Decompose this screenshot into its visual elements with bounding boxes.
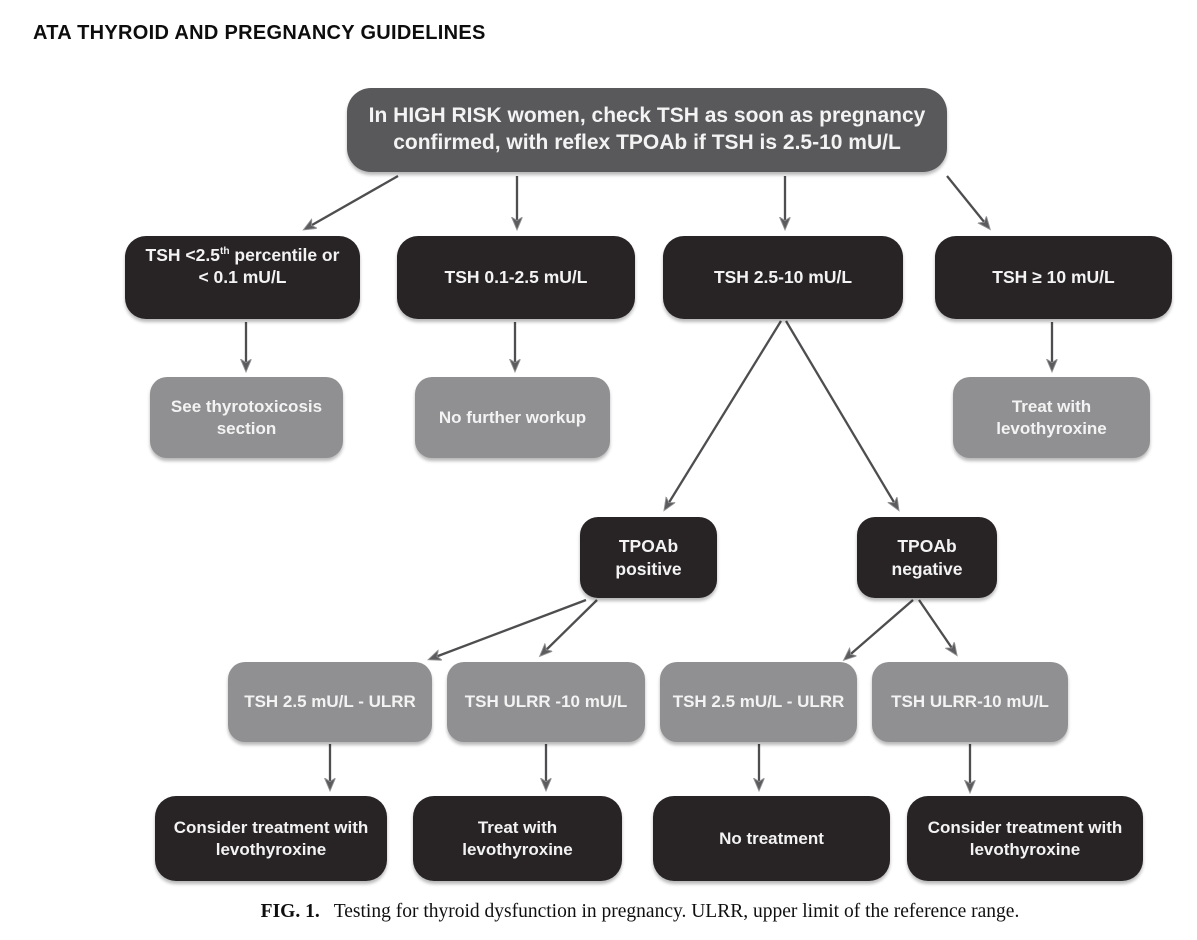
node-consider-treatment-negative-high: Consider treatment with levothyroxine <box>907 796 1143 881</box>
node-high-risk-check-tsh: In HIGH RISK women, check TSH as soon as… <box>347 88 947 172</box>
node-tsh-2-5-to-ulrr-positive: TSH 2.5 mU/L - ULRR <box>228 662 432 742</box>
node-label: Treat with levothyroxine <box>462 817 573 859</box>
figure-caption: FIG. 1. Testing for thyroid dysfunction i… <box>120 901 1160 923</box>
node-label: TSH 0.1-2.5 mU/L <box>444 267 588 288</box>
arrow-connector <box>665 320 782 509</box>
node-label: TSH ≥ 10 mU/L <box>992 267 1115 288</box>
caption-fig-label: FIG. 1. <box>260 901 320 922</box>
node-label: No treatment <box>719 828 824 848</box>
node-see-thyrotoxicosis-section: See thyrotoxicosis section <box>150 377 343 458</box>
node-label: Consider treatment with levothyroxine <box>927 817 1123 859</box>
node-label-part: percentile or <box>229 244 340 265</box>
node-tsh-ulrr-to-10-negative: TSH ULRR-10 mU/L <box>872 662 1068 742</box>
node-label: TPOAb positive <box>615 536 682 579</box>
node-tsh-ulrr-to-10-positive: TSH ULRR -10 mU/L <box>447 662 645 742</box>
node-label: Consider treatment with levothyroxine <box>173 817 369 859</box>
node-label: See thyrotoxicosis section <box>170 396 323 438</box>
node-label: TSH 2.5-10 mU/L <box>713 267 853 288</box>
node-label: TSH ULRR -10 mU/L <box>464 692 628 712</box>
node-label-line2: < 0.1 mU/L <box>198 267 287 288</box>
node-label-superscript: th <box>219 246 230 258</box>
node-tsh-2-5-to-ulrr-negative: TSH 2.5 mU/L - ULRR <box>660 662 857 742</box>
node-label: TSH 2.5 mU/L - ULRR <box>244 692 416 712</box>
arrow-connector <box>785 320 898 509</box>
arrow-connector <box>305 175 399 229</box>
arrow-connector <box>918 599 956 654</box>
node-treat-with-levothyroxine-right: Treat with levothyroxine <box>953 377 1150 458</box>
node-consider-treatment-positive-low: Consider treatment with levothyroxine <box>155 796 387 881</box>
node-tsh-gte-10: TSH ≥ 10 mU/L <box>935 236 1172 319</box>
node-label: TSH ULRR-10 mU/L <box>891 692 1049 712</box>
node-tsh-below-2-5th-percentile: TSH <2.5th percentile or< 0.1 mU/L <box>125 236 360 319</box>
arrow-connector <box>845 599 914 659</box>
node-tsh-0-1-to-2-5: TSH 0.1-2.5 mU/L <box>397 236 635 319</box>
arrow-connector <box>541 599 598 655</box>
node-label: Treat with levothyroxine <box>996 396 1107 438</box>
node-label: No further workup <box>438 407 587 427</box>
node-label: TSH <2.5th percentile or< 0.1 mU/L <box>146 244 340 311</box>
node-tsh-2-5-to-10: TSH 2.5-10 mU/L <box>663 236 903 319</box>
node-label: TPOAb negative <box>891 536 963 579</box>
node-tpoab-positive: TPOAb positive <box>580 517 717 598</box>
node-label: TSH 2.5 mU/L - ULRR <box>672 692 845 712</box>
arrow-connector <box>946 175 989 228</box>
node-no-treatment: No treatment <box>653 796 890 881</box>
page-title: ATA THYROID AND PREGNANCY GUIDELINES <box>33 22 486 44</box>
node-label-part: TSH <2.5 <box>145 244 220 265</box>
node-treat-with-levothyroxine-bottom: Treat with levothyroxine <box>413 796 622 881</box>
node-label: In HIGH RISK women, check TSH as soon as… <box>368 104 926 154</box>
caption-text: Testing for thyroid dysfunction in pregn… <box>333 901 1020 922</box>
node-no-further-workup: No further workup <box>415 377 610 458</box>
arrow-connector <box>430 598 587 659</box>
node-tpoab-negative: TPOAb negative <box>857 517 997 598</box>
